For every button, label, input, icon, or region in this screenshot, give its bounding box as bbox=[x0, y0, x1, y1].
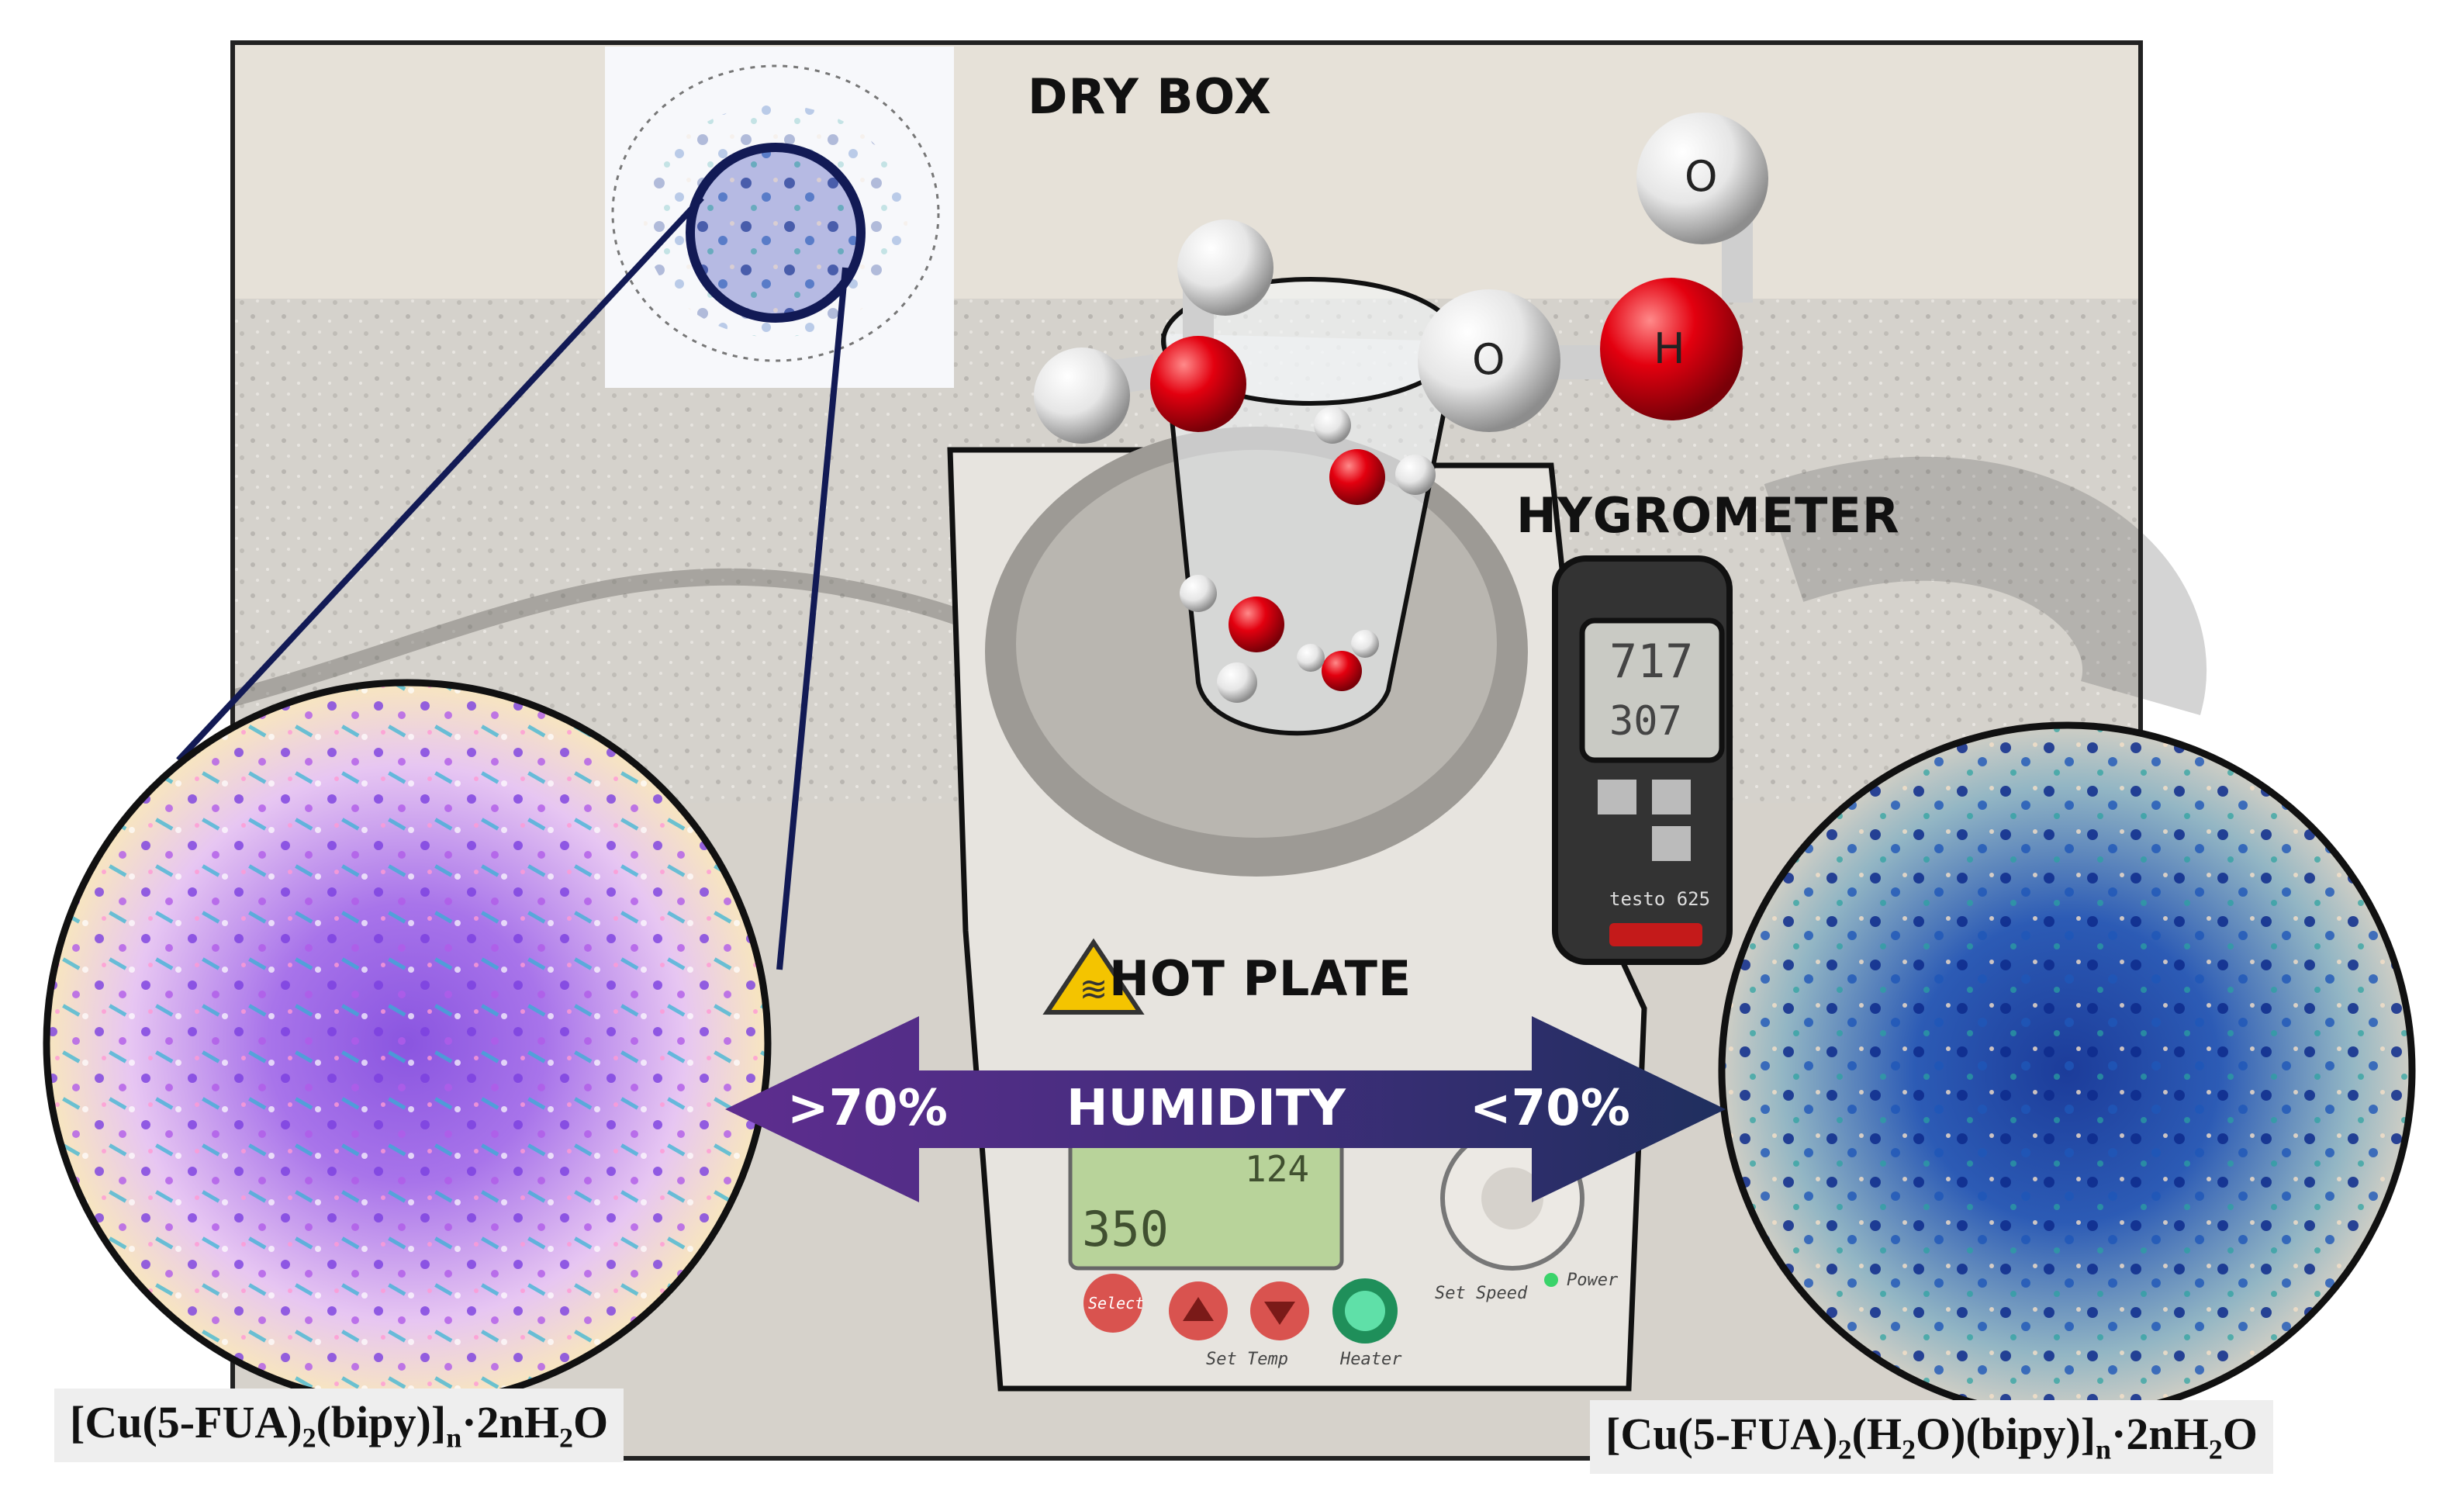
temp-down-icon bbox=[1250, 1281, 1309, 1340]
hotplate-set-temp-label: Set Temp bbox=[1206, 1350, 1288, 1369]
sample-dish-thumbnail bbox=[605, 47, 954, 388]
atom-label-h: H bbox=[1654, 324, 1686, 373]
hygrometer-device bbox=[1552, 555, 1733, 965]
label-low-humidity: <70% bbox=[1470, 1080, 1630, 1137]
micrograph-high-humidity bbox=[43, 679, 772, 1408]
zoom-lines bbox=[176, 195, 848, 970]
label-high-humidity: >70% bbox=[787, 1080, 948, 1137]
svg-text:≋: ≋ bbox=[1080, 970, 1108, 1009]
water-molecule-large-2 bbox=[1418, 112, 1768, 432]
zoom-circle bbox=[686, 143, 866, 323]
micrograph-low-humidity bbox=[1718, 721, 2416, 1420]
water-molecule-large-1 bbox=[1034, 220, 1273, 444]
hot-surface-warning-icon bbox=[1042, 938, 1145, 1015]
formula-right: [Cu(5-FUA)2(H2O)(bipy)]n·2nH2O bbox=[1590, 1400, 2273, 1474]
hygrometer-reading-1: 717 bbox=[1609, 635, 1694, 689]
select-button bbox=[1083, 1274, 1142, 1333]
heater-button bbox=[1332, 1278, 1398, 1344]
water-molecule-small-1 bbox=[1314, 406, 1436, 505]
temp-up-icon bbox=[1169, 1281, 1228, 1340]
hygrometer-reading-2: 307 bbox=[1609, 698, 1682, 745]
hygrometer-brand: testo 625 bbox=[1609, 888, 1711, 910]
formula-left: [Cu(5-FUA)2(bipy)]n·2nH2O bbox=[54, 1389, 624, 1462]
humidity-arrow bbox=[725, 1016, 1726, 1202]
hygrometer-lcd bbox=[1579, 617, 1725, 763]
water-molecule-small-2 bbox=[1180, 575, 1284, 703]
label-humidity: HUMIDITY bbox=[1066, 1080, 1346, 1137]
atom-label-o-left: O bbox=[1472, 335, 1506, 384]
hotplate-heater-label: Heater bbox=[1340, 1350, 1402, 1369]
label-hot-plate: HOT PLATE bbox=[1109, 950, 1412, 1007]
water-molecule-small-3 bbox=[1297, 630, 1379, 691]
hotplate-reading-1: 124 bbox=[1245, 1148, 1310, 1190]
label-hygrometer: HYGROMETER bbox=[1516, 487, 1900, 544]
hotplate-power-label: Power bbox=[1567, 1271, 1619, 1290]
hotplate-select-label: Select bbox=[1088, 1294, 1145, 1312]
hotplate-set-speed-label: Set Speed bbox=[1435, 1284, 1528, 1303]
power-led bbox=[1544, 1273, 1558, 1287]
atom-label-o-top: O bbox=[1685, 152, 1719, 201]
label-dry-box: DRY BOX bbox=[1028, 68, 1272, 125]
hotplate-reading-2: 350 bbox=[1082, 1201, 1169, 1257]
